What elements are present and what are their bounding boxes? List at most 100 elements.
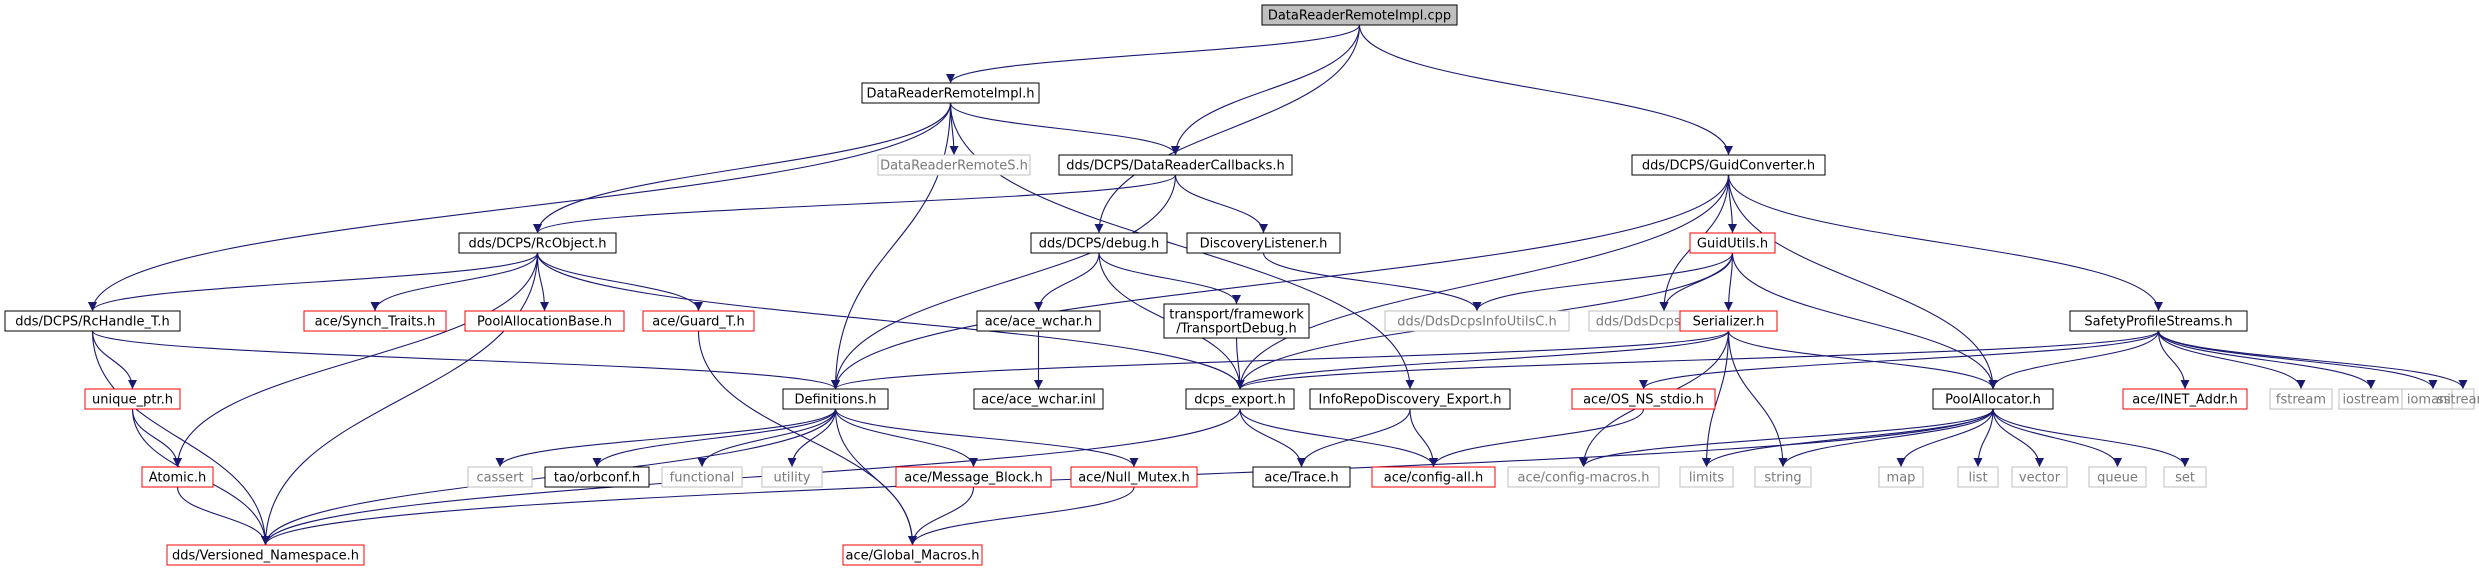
node-tr[interactable]: ace/Trace.h [1252,466,1351,488]
edge-rco-to-dex [536,252,1245,390]
edge-pa-to-lim [1702,408,1994,468]
edge-rch-to-vn [91,330,270,546]
node-box [895,466,1052,488]
node-box [1030,232,1168,254]
node-rch[interactable]: dds/DCPS/RcHandle_T.h [4,310,181,332]
edge-rco-to-vn [261,252,539,546]
node-box [642,310,755,332]
node-label: SafetyProfileStreams.h [2084,315,2232,330]
edge-drc-to-dl [1174,174,1268,234]
node-gc[interactable]: dds/DCPS/GuidConverter.h [1631,154,1826,176]
node-drih[interactable]: DataReaderRemoteImpl.h [861,82,1040,104]
node-rco[interactable]: dds/DCPS/RcObject.h [458,232,617,254]
node-box [2069,310,2248,332]
node-gm[interactable]: ace/Global_Macros.h [842,544,983,566]
node-label: Serializer.h [1693,315,1765,330]
node-drs: DataReaderRemoteS.h [877,154,1031,176]
edge-gu-to-dgc [1659,252,1734,312]
node-fun: functional [661,466,743,488]
node-box [1261,4,1458,26]
node-irde[interactable]: InfoRepoDiscovery_Export.h [1309,388,1511,410]
node-box [2451,388,2475,410]
node-box [1186,232,1341,254]
node-label: functional [670,471,735,486]
edge-dex-to-ca [1239,408,1438,468]
edge-sps-to-pa [1988,330,2160,390]
node-label: ace/INET_Addr.h [2132,393,2237,408]
node-mb[interactable]: ace/Message_Block.h [895,466,1052,488]
edge-ser-to-dex [1235,330,1730,390]
node-dex[interactable]: dcps_export.h [1185,388,1295,410]
node-atm[interactable]: Atomic.h [141,466,214,488]
node-label: ace/config-all.h [1384,471,1484,486]
edge-gu-to-pa [1731,252,1998,390]
edge-drih-to-rco [533,102,952,234]
node-st[interactable]: ace/Synch_Traits.h [303,310,447,332]
node-ser[interactable]: Serializer.h [1679,310,1778,332]
edge-sps-to-sst [2157,330,2468,390]
node-label: ace/Synch_Traits.h [315,315,436,330]
node-label: DataReaderRemoteImpl.h [867,87,1035,102]
node-def[interactable]: Definitions.h [782,388,889,410]
node-gt[interactable]: ace/Guard_T.h [642,310,755,332]
node-dbg[interactable]: dds/DCPS/debug.h [1030,232,1168,254]
edge-gc-to-sps [1727,174,2163,312]
node-label: dds/DCPS/RcHandle_T.h [15,315,170,330]
node-ina[interactable]: ace/INET_Addr.h [2122,388,2248,410]
edge-sps-to-ios [2157,330,2376,390]
node-box [1679,466,1734,488]
node-label: cassert [476,471,523,486]
edge-drc-to-rco [533,174,1177,234]
node-label: dds/DCPS/debug.h [1039,237,1160,252]
edge-pa-to-lst [1973,408,1994,468]
node-nm[interactable]: ace/Null_Mutex.h [1070,466,1198,488]
node-label: ace/Guard_T.h [652,315,744,330]
edge-def-to-orb [592,408,837,468]
node-label: ace/ace_wchar.inl [981,393,1096,408]
node-box [1507,466,1660,488]
node-pa[interactable]: PoolAllocator.h [1932,388,2054,410]
edge-pa-to-map [1896,408,1994,468]
node-label: ace/Trace.h [1264,471,1338,486]
edge-atm-to-vn [176,486,270,546]
node-root[interactable]: DataReaderRemoteImpl.cpp [1261,4,1458,26]
node-box [166,544,365,566]
node-ttd[interactable]: transport/framework/TransportDebug.h [1163,303,1310,339]
node-label: ace/Null_Mutex.h [1078,471,1190,486]
node-lim: limits [1679,466,1734,488]
node-orb[interactable]: tao/orbconf.h [544,466,650,488]
node-box [2122,388,2248,410]
node-ios: iostream [2338,388,2404,410]
node-label: fstream [2276,393,2326,408]
node-dl[interactable]: DiscoveryListener.h [1186,232,1341,254]
node-box [1309,388,1511,410]
node-sps[interactable]: SafetyProfileStreams.h [2069,310,2248,332]
edge-irde-to-tr [1297,408,1411,468]
node-osns[interactable]: ace/OS_NS_stdio.h [1571,388,1716,410]
edge-def-to-gm [834,408,917,546]
edge-gt-to-gm [697,330,917,546]
node-vn[interactable]: dds/Versioned_Namespace.h [166,544,365,566]
node-gu[interactable]: GuidUtils.h [1689,232,1776,254]
node-box [1679,310,1778,332]
edge-gc-to-dex [1235,174,1730,390]
node-label: list [1968,471,1987,486]
node-box [1957,466,1999,488]
node-box [141,466,214,488]
node-box [1689,232,1776,254]
node-box [1058,154,1293,176]
node-box [464,310,625,332]
edge-mb-to-gm [908,486,975,546]
node-drc[interactable]: dds/DCPS/DataReaderCallbacks.h [1058,154,1293,176]
node-label: Atomic.h [149,471,207,486]
edge-sps-to-dex [1235,330,2160,390]
edge-def-to-utl [787,408,837,468]
node-awi[interactable]: ace/ace_wchar.inl [973,388,1104,410]
node-up[interactable]: unique_ptr.h [84,388,181,410]
node-ca[interactable]: ace/config-all.h [1371,466,1496,488]
node-box [661,466,743,488]
node-awc[interactable]: ace/ace_wchar.h [976,310,1101,332]
node-pab[interactable]: PoolAllocationBase.h [464,310,625,332]
node-box [1371,466,1496,488]
node-box [467,466,533,488]
